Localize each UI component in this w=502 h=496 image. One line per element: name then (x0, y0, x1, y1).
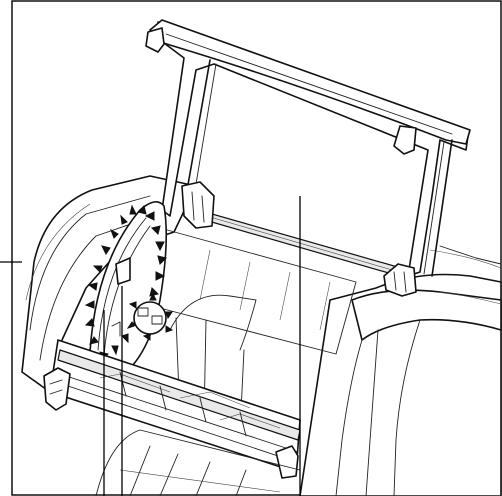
small-gear (133, 301, 167, 335)
hinge-tab-left (145, 27, 165, 53)
rail-clip-right (383, 263, 417, 297)
paper-tray (95, 429, 301, 496)
gear-slot (115, 257, 131, 285)
rail-clip-left (181, 181, 215, 229)
head-bracket-right (275, 445, 299, 479)
print-head-bar (43, 339, 301, 479)
printer-body-right (299, 245, 502, 496)
head-bracket-left (43, 367, 71, 411)
platen-gear (84, 201, 174, 375)
callouts (0, 196, 301, 496)
top-cover (145, 19, 471, 277)
image-frame (11, 0, 502, 496)
carriage-rail (181, 181, 417, 297)
hinge-tab-right (393, 125, 417, 155)
